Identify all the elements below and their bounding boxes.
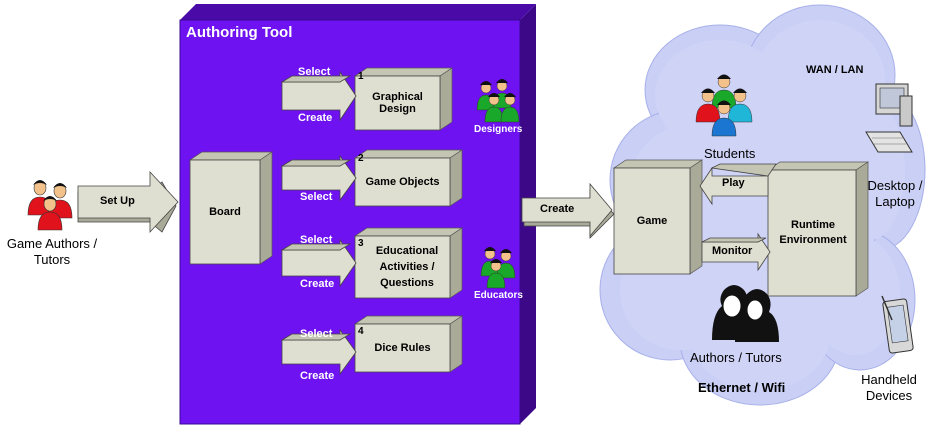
handheld-label: Handheld Devices bbox=[861, 372, 917, 403]
monitor-label: Monitor bbox=[712, 245, 753, 257]
designers-icon bbox=[476, 79, 520, 123]
desktop-label: Desktop / Laptop bbox=[867, 178, 923, 209]
setup-arrow bbox=[77, 170, 179, 234]
module-3-create-label: Create bbox=[300, 278, 335, 290]
game-authors-label: Game Authors / Tutors bbox=[6, 236, 98, 267]
module-3-label: Educational Activities / Questions bbox=[375, 245, 439, 289]
game-authors-icon bbox=[27, 180, 73, 231]
game-label: Game bbox=[636, 215, 668, 227]
educators-label: Educators bbox=[474, 290, 523, 301]
module-4-create-label: Create bbox=[300, 370, 335, 382]
module-1-shape bbox=[353, 67, 454, 131]
game-box-shape bbox=[612, 159, 704, 275]
module-3-select-label: Select bbox=[300, 234, 333, 246]
board-box-shape bbox=[188, 151, 274, 265]
module-4-shape bbox=[353, 315, 464, 373]
module-2-label: Game Objects bbox=[365, 176, 440, 188]
module-1-number: 1 bbox=[358, 71, 364, 82]
students-icon bbox=[695, 74, 753, 137]
module-1-label: Graphical Design bbox=[372, 91, 423, 115]
authors-tutors-icon bbox=[712, 285, 779, 342]
monitor-arrow bbox=[701, 232, 771, 272]
module-2-select-label: Select bbox=[300, 191, 333, 203]
module-4-select-label: Select bbox=[300, 328, 333, 340]
desktop-icon bbox=[865, 83, 913, 153]
runtime-box-shape bbox=[766, 161, 870, 297]
module-1-create-label: Create bbox=[298, 112, 333, 124]
authoring-tool-title: Authoring Tool bbox=[186, 24, 293, 41]
module-4-label: Dice Rules bbox=[374, 342, 431, 354]
module-1-select-label: Select bbox=[298, 66, 331, 78]
handheld-icon bbox=[881, 295, 914, 354]
module-3-shape bbox=[353, 227, 464, 299]
wan-lan-label: WAN / LAN bbox=[806, 64, 864, 76]
runtime-label: Runtime Environment bbox=[779, 219, 847, 246]
module-3-number: 3 bbox=[358, 238, 364, 249]
play-arrow bbox=[699, 163, 777, 206]
educators-icon bbox=[480, 247, 516, 289]
create-label: Create bbox=[540, 203, 575, 215]
setup-label: Set Up bbox=[100, 195, 135, 207]
ethernet-wifi-label: Ethernet / Wifi bbox=[698, 380, 786, 395]
board-label: Board bbox=[209, 206, 241, 218]
module-4-number: 4 bbox=[358, 326, 364, 337]
designers-label: Designers bbox=[474, 124, 523, 135]
students-label: Students bbox=[704, 146, 756, 161]
module-2-number: 2 bbox=[358, 153, 364, 164]
authors-tutors-label: Authors / Tutors bbox=[690, 350, 782, 365]
play-label: Play bbox=[722, 177, 745, 189]
create-arrow bbox=[521, 182, 615, 239]
module-arrows bbox=[280, 70, 357, 376]
module-2-shape bbox=[353, 149, 464, 207]
